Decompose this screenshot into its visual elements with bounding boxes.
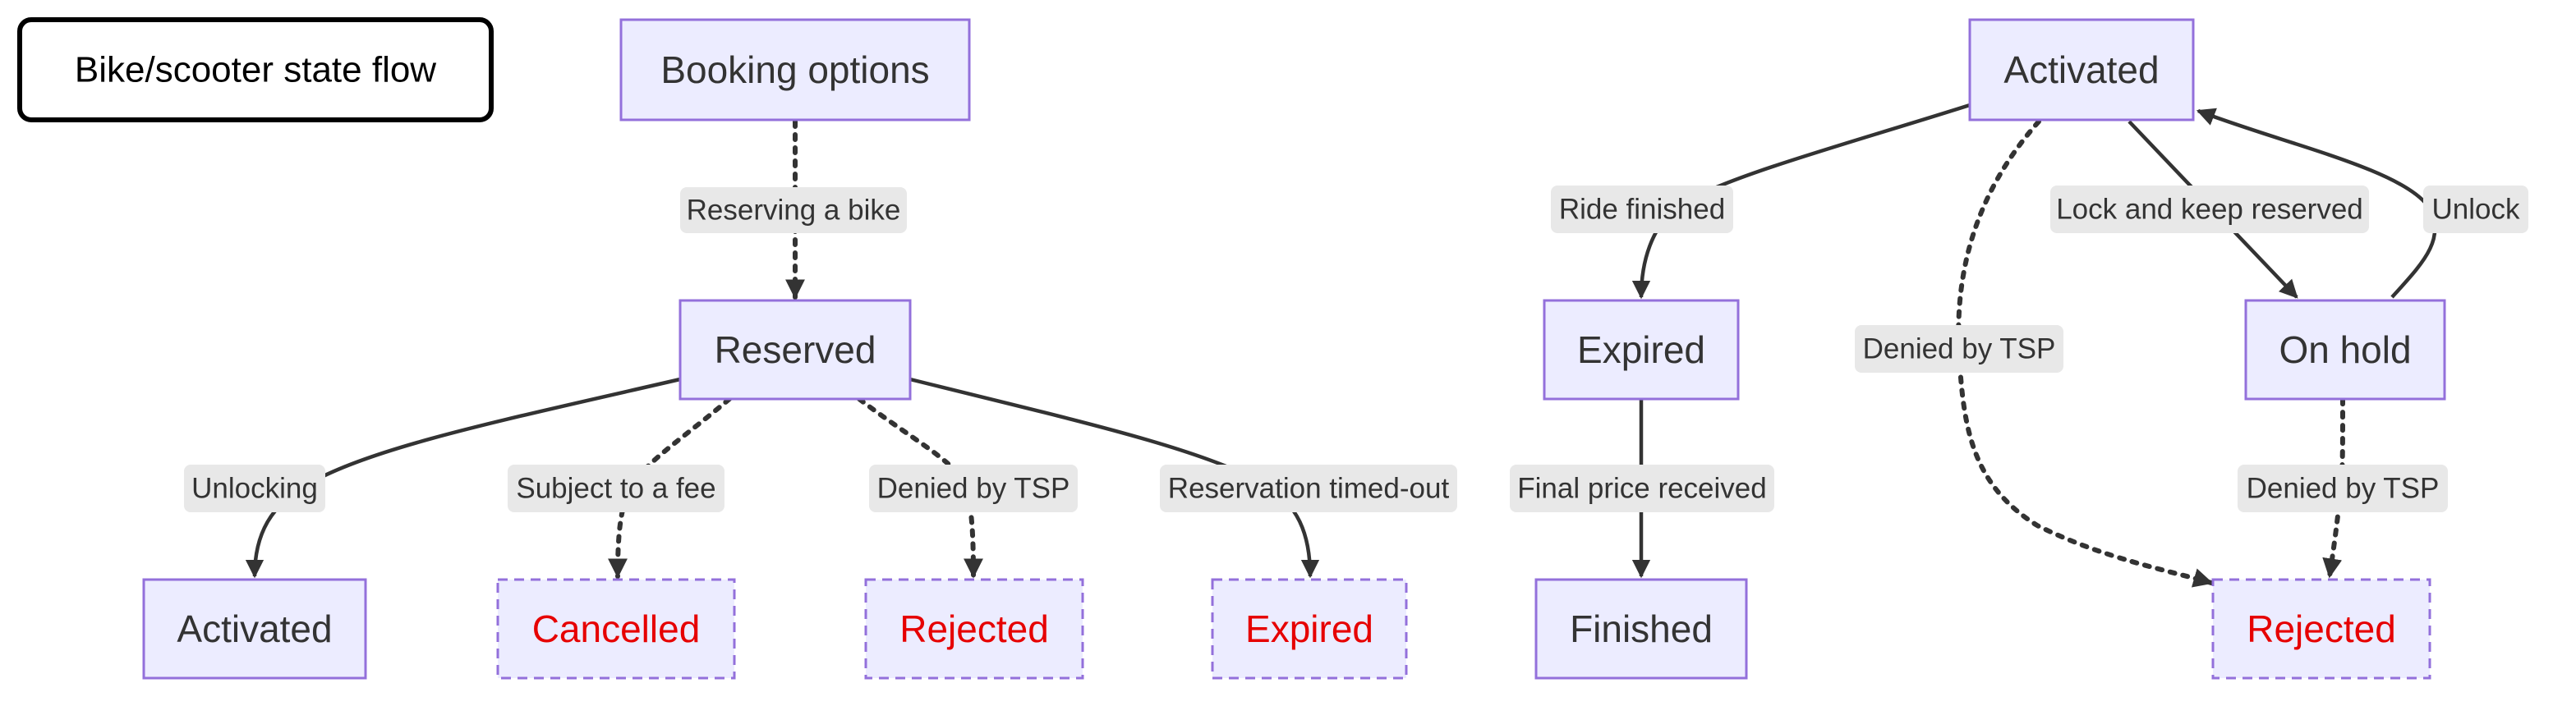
edge-label-unlocking: Unlocking [184,465,325,512]
svg-text:Activated: Activated [177,607,332,650]
edge-label-reservation-timed-out: Reservation timed-out [1160,465,1457,512]
edge-label-ride-finished: Ride finished [1551,186,1733,233]
node-rejected-right: Rejected [2211,578,2431,680]
edge-activated-to-rejected [1956,119,2214,588]
svg-text:Subject to a fee: Subject to a fee [516,473,715,505]
svg-text:Reserving a bike: Reserving a bike [687,195,901,227]
edge-label-denied-by-tsp-activated: Denied by TSP [1855,325,2063,373]
nodes: Booking options Reserved Activated Cance… [142,18,2446,680]
edge-label-final-price-received: Final price received [1510,465,1774,512]
node-expired-mid: Expired [1543,299,1740,401]
edge-label-reserving-a-bike: Reserving a bike [680,187,907,233]
node-cancelled: Cancelled [496,578,736,680]
edge-label-denied-by-tsp-onhold: Denied by TSP [2238,465,2448,512]
diagram-title: Bike/scooter state flow [17,17,494,122]
svg-text:Rejected: Rejected [899,607,1049,650]
node-on-hold: On hold [2244,299,2446,401]
node-finished: Finished [1534,578,1748,680]
svg-text:Finished: Finished [1570,607,1713,650]
svg-text:Expired: Expired [1577,328,1705,371]
svg-text:Denied by TSP: Denied by TSP [2247,473,2440,505]
node-activated-top: Activated [1968,18,2195,121]
edge-label-subject-to-a-fee: Subject to a fee [508,465,724,512]
svg-text:Denied by TSP: Denied by TSP [1863,333,2056,365]
svg-text:Expired: Expired [1245,607,1373,650]
svg-text:Final price received: Final price received [1517,473,1766,505]
svg-text:Ride finished: Ride finished [1559,194,1725,226]
edge-label-denied-by-tsp-reserved: Denied by TSP [869,465,1078,512]
node-rejected-left: Rejected [864,578,1084,680]
svg-text:Activated: Activated [2003,48,2159,91]
node-expired-left: Expired [1211,578,1408,680]
edge-label-lock-and-keep-reserved: Lock and keep reserved [2050,186,2369,233]
svg-text:Unlock: Unlock [2432,194,2520,226]
svg-text:Lock and keep reserved: Lock and keep reserved [2056,194,2363,226]
svg-text:Booking options: Booking options [660,48,929,91]
edge-reserved-to-activated [245,377,681,579]
node-activated-left: Activated [142,578,367,680]
svg-text:Reserved: Reserved [715,328,876,371]
svg-text:Denied by TSP: Denied by TSP [877,473,1070,505]
node-booking-options: Booking options [619,18,971,121]
svg-text:Reservation timed-out: Reservation timed-out [1168,473,1450,505]
edge-onhold-to-activated [2196,108,2437,299]
edge-label-unlock: Unlock [2423,186,2528,233]
svg-text:Unlocking: Unlocking [191,473,318,505]
svg-text:Cancelled: Cancelled [532,607,701,650]
svg-text:Rejected: Rejected [2247,607,2396,650]
svg-text:Bike/scooter state flow: Bike/scooter state flow [75,50,436,90]
svg-text:On hold: On hold [2279,328,2411,371]
edge-labels: Reserving a bike Unlocking Subject to a … [184,186,2528,512]
edge-onhold-to-rejected [2322,397,2345,579]
node-reserved: Reserved [678,299,912,401]
